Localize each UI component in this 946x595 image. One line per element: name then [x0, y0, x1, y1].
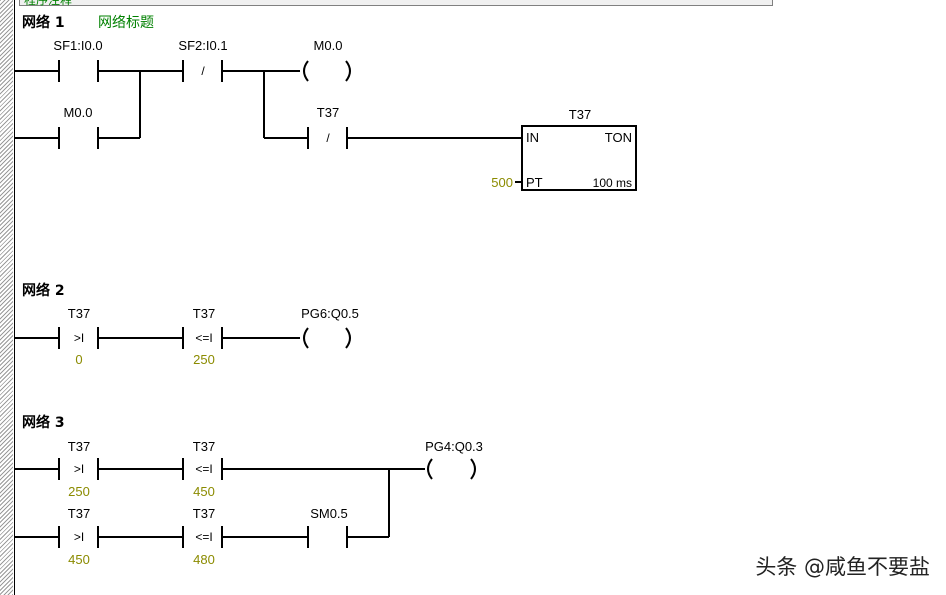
- compare-op: >I: [74, 530, 84, 544]
- contact-t37-nc[interactable]: [307, 127, 348, 149]
- compare-t37-gt-450[interactable]: [58, 526, 99, 548]
- watermark-text: 头条 @咸鱼不要盐: [755, 555, 930, 579]
- contact-m0-0[interactable]: [58, 127, 99, 149]
- compare-value[interactable]: 250: [193, 352, 215, 367]
- compare-label: T37: [68, 506, 90, 521]
- network-3-title[interactable]: 网络 3: [22, 415, 65, 431]
- contact-m0-0-label: M0.0: [64, 105, 93, 120]
- contact-t37-label: T37: [317, 105, 339, 120]
- coil-pg4-q0-3[interactable]: [427, 458, 476, 480]
- coil-m0-0[interactable]: [303, 60, 351, 82]
- compare-value[interactable]: 0: [75, 352, 82, 367]
- coil-label: PG6:Q0.5: [301, 306, 359, 321]
- contact-sf2-i0-1-nc[interactable]: [182, 60, 223, 82]
- coil-m0-0-label: M0.0: [314, 38, 343, 53]
- timer-in-pin: IN: [526, 130, 539, 145]
- compare-op: <=I: [195, 530, 212, 544]
- compare-op: >I: [74, 331, 84, 345]
- timer-pt-pin: PT: [526, 175, 543, 190]
- left-power-rail: [14, 0, 15, 595]
- nc-symbol: /: [201, 64, 205, 78]
- compare-t37-le-450[interactable]: [182, 458, 223, 480]
- contact-sf2-label: SF2:I0.1: [178, 38, 227, 53]
- program-comment-text: 程序注释: [24, 0, 73, 7]
- left-power-rail-hatch: [0, 0, 13, 595]
- coil-pg6-q0-5[interactable]: [303, 327, 351, 349]
- compare-label: T37: [68, 439, 90, 454]
- network-2-title[interactable]: 网络 2: [22, 283, 65, 299]
- program-comment-bar[interactable]: 程序注释: [19, 0, 773, 7]
- contact-sm0-5[interactable]: [307, 526, 348, 548]
- compare-label: T37: [193, 439, 215, 454]
- compare-value[interactable]: 450: [193, 484, 215, 499]
- compare-t37-le-480[interactable]: [182, 526, 223, 548]
- compare-t37-gt-250[interactable]: [58, 458, 99, 480]
- coil-label: PG4:Q0.3: [425, 439, 483, 454]
- compare-op: <=I: [195, 462, 212, 476]
- compare-t37-gt-0[interactable]: [58, 327, 99, 349]
- compare-op: >I: [74, 462, 84, 476]
- contact-sm0-5-label: SM0.5: [310, 506, 348, 521]
- compare-value[interactable]: 450: [68, 552, 90, 567]
- compare-label: T37: [193, 506, 215, 521]
- contact-sf1-label: SF1:I0.0: [53, 38, 102, 53]
- compare-label: T37: [68, 306, 90, 321]
- timer-type: TON: [605, 130, 632, 145]
- compare-label: T37: [193, 306, 215, 321]
- network-1-comment[interactable]: 网络标题: [98, 15, 154, 31]
- compare-value[interactable]: 480: [193, 552, 215, 567]
- compare-op: <=I: [195, 331, 212, 345]
- compare-t37-le-250[interactable]: [182, 327, 223, 349]
- nc-symbol: /: [326, 131, 330, 145]
- compare-value[interactable]: 250: [68, 484, 90, 499]
- timer-t37-box[interactable]: [521, 125, 637, 191]
- contact-sf1-i0-0[interactable]: [58, 60, 99, 82]
- timer-pt-value[interactable]: 500: [491, 175, 513, 190]
- timer-name: T37: [569, 107, 591, 122]
- timer-resolution: 100 ms: [593, 176, 632, 190]
- network-1-title[interactable]: 网络 1: [22, 15, 65, 31]
